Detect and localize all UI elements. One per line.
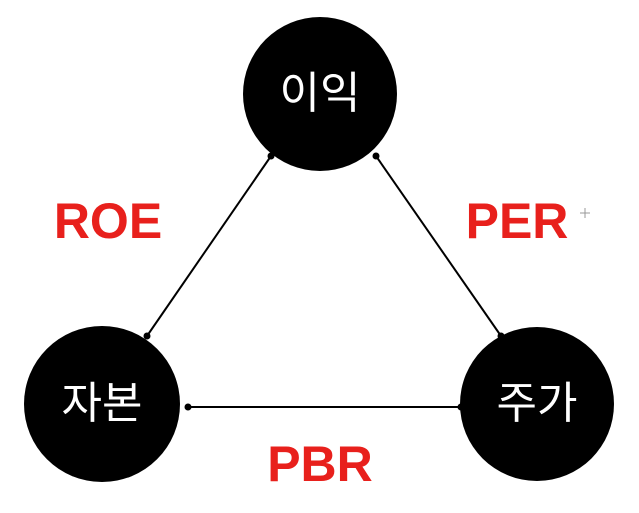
node-profit-label: 이익 xyxy=(280,68,361,119)
node-profit: 이익 xyxy=(243,17,397,171)
edge-label-roe: ROE xyxy=(54,193,162,249)
edge-label-per: PER xyxy=(466,193,569,249)
node-capital-label: 자본 xyxy=(62,378,143,429)
edge-endpoint-dot xyxy=(372,152,380,160)
node-profit-circle xyxy=(243,17,397,171)
node-capital: 자본 xyxy=(24,326,180,482)
cursor-crosshair-icon xyxy=(580,208,590,218)
edge-label-pbr: PBR xyxy=(267,436,373,492)
node-price-label: 주가 xyxy=(497,378,578,429)
edge-line-profit-price xyxy=(375,155,502,337)
node-price: 주가 xyxy=(460,327,614,481)
node-price-circle xyxy=(460,327,614,481)
edge-endpoint-dot xyxy=(143,332,151,340)
node-capital-circle xyxy=(24,326,180,482)
edge-endpoint-dot xyxy=(184,403,192,411)
edge-line-profit-capital xyxy=(146,155,272,337)
